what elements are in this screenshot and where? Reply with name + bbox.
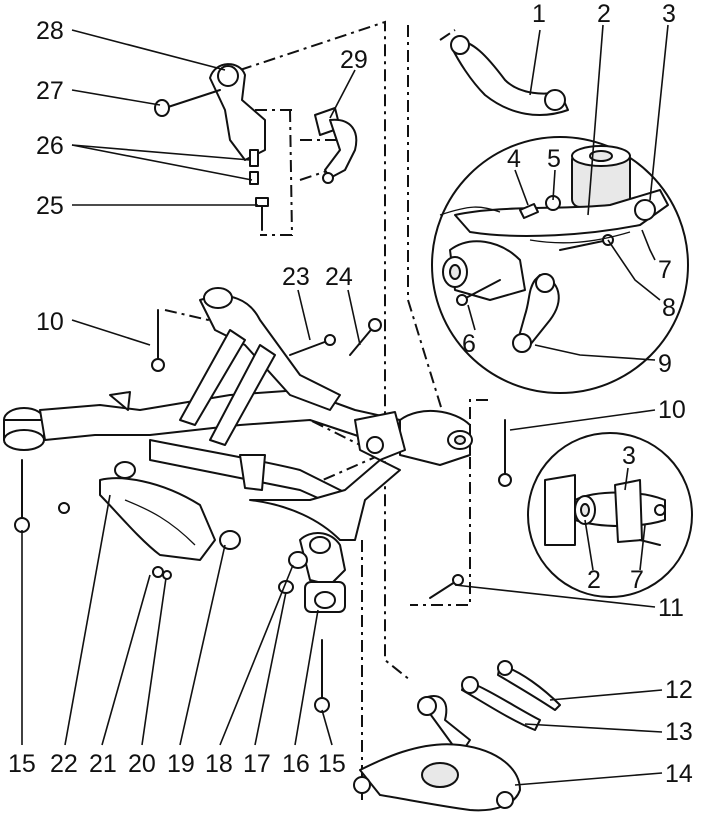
label-9: 9: [658, 350, 672, 378]
label-22: 22: [50, 750, 78, 778]
label-6: 6: [462, 330, 476, 358]
label-29: 29: [340, 46, 368, 74]
label-13: 13: [665, 718, 693, 746]
dash-dot-guides: [164, 20, 488, 800]
leader-lines: [21, 24, 669, 786]
label-10-left: 10: [36, 308, 64, 336]
label-12: 12: [665, 676, 693, 704]
label-4: 4: [507, 145, 521, 173]
lower-bracket-group: [58, 461, 241, 580]
label-15-right: 15: [318, 750, 346, 778]
label-3-detail: 3: [622, 442, 636, 470]
label-5: 5: [547, 145, 561, 173]
label-8: 8: [662, 294, 676, 322]
label-28: 28: [36, 17, 64, 45]
label-21: 21: [89, 750, 117, 778]
rear-subframe: [3, 287, 473, 541]
lower-right-arms: [353, 660, 561, 812]
label-3: 3: [662, 0, 676, 28]
anti-roll-bracket-group: [154, 63, 269, 231]
label-7: 7: [658, 256, 672, 284]
upper-detail-parts: [439, 145, 669, 353]
trailing-arm-top: [450, 35, 569, 116]
label-25: 25: [36, 192, 64, 220]
lower-detail-parts: [544, 474, 666, 546]
center-mount-group: [278, 532, 346, 613]
label-18: 18: [205, 750, 233, 778]
label-15-left: 15: [8, 750, 36, 778]
label-11: 11: [658, 594, 684, 622]
label-14: 14: [665, 760, 693, 788]
part-number-labels: 1 2 3 4 5 6 7 8 9 10 10 11 12 13 14 15 1…: [8, 0, 693, 788]
label-2-detail: 2: [587, 566, 601, 594]
label-24: 24: [325, 263, 353, 291]
label-16: 16: [282, 750, 310, 778]
label-1: 1: [532, 0, 546, 28]
label-17: 17: [243, 750, 271, 778]
stabilizer-link-group: [314, 107, 358, 184]
label-19: 19: [167, 750, 195, 778]
label-26: 26: [36, 132, 64, 160]
long-bolts: [14, 309, 512, 713]
label-27: 27: [36, 77, 64, 105]
label-7-detail: 7: [630, 566, 644, 594]
label-10-right: 10: [658, 396, 686, 424]
label-20: 20: [128, 750, 156, 778]
label-2: 2: [597, 0, 611, 28]
label-23: 23: [282, 263, 310, 291]
